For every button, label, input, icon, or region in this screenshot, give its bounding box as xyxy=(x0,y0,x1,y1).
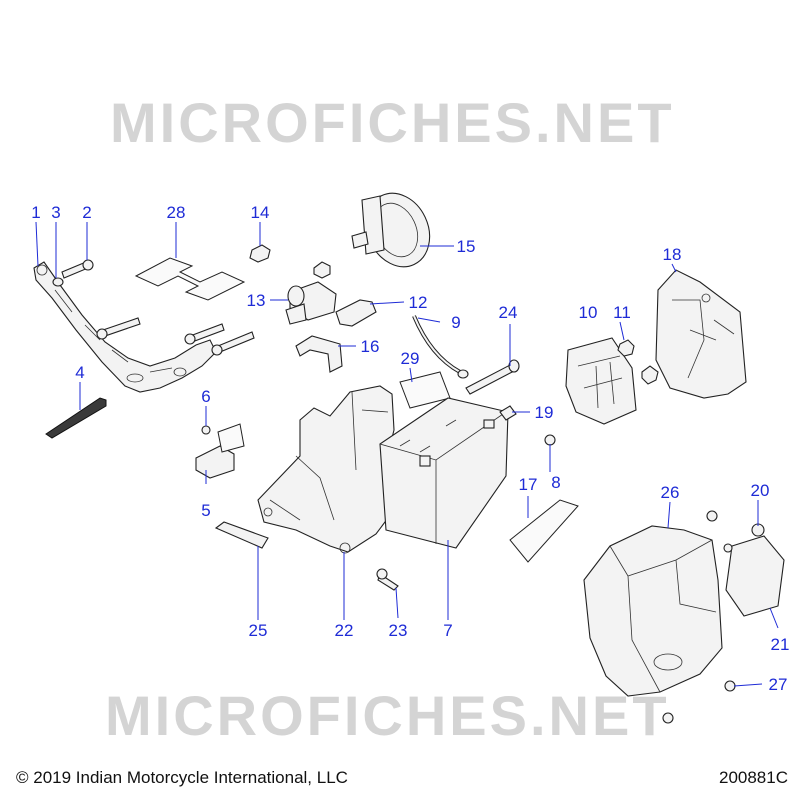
callout-18: 18 xyxy=(663,245,682,264)
callout-7: 7 xyxy=(443,621,452,640)
callout-24: 24 xyxy=(499,303,518,322)
leader-lines xyxy=(35,221,779,687)
part-19-clip xyxy=(499,405,517,421)
callout-20: 20 xyxy=(751,481,770,500)
callout-14: 14 xyxy=(251,203,270,222)
callout-13: 13 xyxy=(247,291,266,310)
part-10-module xyxy=(565,337,637,425)
callout-15: 15 xyxy=(457,237,476,256)
callout-29: 29 xyxy=(401,349,420,368)
part-8-screw xyxy=(544,434,556,446)
callout-8: 8 xyxy=(551,473,560,492)
callout-16: 16 xyxy=(361,337,380,356)
part-23-bolt xyxy=(376,568,399,591)
part-25-strap xyxy=(214,521,269,549)
part-6-nut xyxy=(201,425,211,435)
callout-22: 22 xyxy=(335,621,354,640)
callout-11: 11 xyxy=(613,303,631,322)
callout-3: 3 xyxy=(51,203,60,222)
small-nut-2 xyxy=(641,365,659,385)
small-nut xyxy=(313,261,331,279)
part-16-clip xyxy=(295,335,343,373)
part-14-nut xyxy=(249,244,271,263)
part-18-cover xyxy=(655,269,747,399)
part-3-washer xyxy=(52,277,64,287)
part-17-pad xyxy=(509,499,579,563)
part-4-hex-key xyxy=(45,397,107,439)
part-26-housing xyxy=(583,525,723,697)
part-13-relay xyxy=(285,281,337,325)
part-28-plate xyxy=(134,257,246,301)
part-12-boot xyxy=(335,299,377,327)
part-15-horn xyxy=(351,192,431,268)
part-9-cable xyxy=(412,315,469,379)
callout-25: 25 xyxy=(249,621,268,640)
callout-23: 23 xyxy=(389,621,408,640)
watermark-bottom: MICROFICHES.NET xyxy=(105,684,670,747)
callout-6: 6 xyxy=(201,387,210,406)
callout-19: 19 xyxy=(535,403,554,422)
callout-27: 27 xyxy=(769,675,788,694)
part-21-plate xyxy=(725,535,785,617)
housing-screws xyxy=(662,510,736,724)
callout-5: 5 xyxy=(201,501,210,520)
callout-26: 26 xyxy=(661,483,680,502)
callouts: 1 3 2 28 14 15 18 13 12 24 10 11 9 16 29… xyxy=(31,203,789,694)
callout-21: 21 xyxy=(771,635,790,654)
callout-9: 9 xyxy=(451,313,460,332)
callout-2: 2 xyxy=(82,203,91,222)
part-7-battery xyxy=(379,397,509,549)
part-2-bolt xyxy=(61,259,94,279)
copyright-notice: © 2019 Indian Motorcycle International, … xyxy=(16,768,348,787)
bracket-bolts xyxy=(96,317,255,356)
part-24-bolt xyxy=(465,359,520,395)
callout-1: 1 xyxy=(31,203,40,222)
diagram-id: 200881C xyxy=(718,768,788,787)
callout-4: 4 xyxy=(75,363,84,382)
part-20-screw xyxy=(723,523,765,553)
callout-12: 12 xyxy=(409,293,428,312)
watermark-top: MICROFICHES.NET xyxy=(110,91,675,154)
part-11-nut xyxy=(617,339,635,357)
part-22-battery-tray xyxy=(257,385,395,554)
callout-17: 17 xyxy=(519,475,538,494)
callout-28: 28 xyxy=(167,203,186,222)
callout-10: 10 xyxy=(579,303,598,322)
